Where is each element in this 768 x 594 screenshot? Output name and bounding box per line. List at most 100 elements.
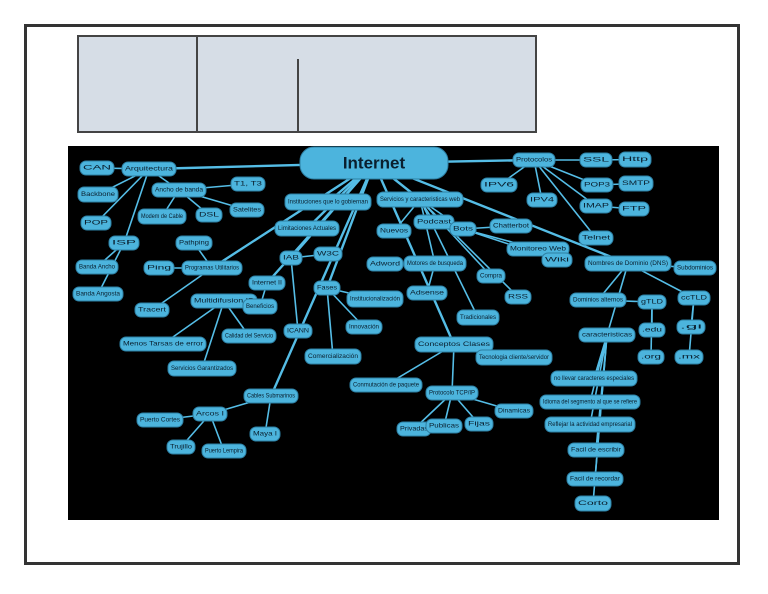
node-box — [403, 255, 467, 272]
node-box — [119, 336, 207, 352]
node-label: Tecnologia cliente/servidor — [479, 354, 549, 361]
table-divider — [196, 37, 198, 131]
node-label: Modem de Cable — [141, 213, 183, 220]
node-label: W3C — [317, 251, 340, 258]
node-label: Conmutación de paquete — [353, 382, 420, 389]
node-label: ccTLD — [681, 295, 708, 302]
node-box — [637, 349, 665, 365]
node-menos: Menos Tarsas de error — [119, 336, 207, 352]
node-label: IPV6 — [484, 182, 515, 189]
node-label: Satelites — [233, 207, 261, 214]
node-label: Reflejar la actividad empresarial — [548, 421, 632, 428]
node-label: Servicios Garantizados — [171, 365, 233, 372]
node-label: no llevar caracteres especiales — [554, 375, 634, 382]
node-box — [489, 218, 533, 234]
node-label: Innovación — [349, 324, 380, 331]
node-bangosta: Banda Angosta — [72, 286, 124, 302]
node-label: Protocolo TCP/IP — [429, 390, 475, 397]
node-idioma: Idioma del segmento al que se refiere — [539, 394, 641, 410]
edge-protocolos-telnet — [533, 159, 597, 239]
node-tradic: Tradicionales — [456, 309, 500, 326]
node-label: Ancho de banda — [155, 187, 204, 194]
node-box — [349, 377, 423, 393]
edge-protocolos-imap — [533, 159, 597, 207]
node-servweb: Servicios y caracteristicas web — [376, 191, 464, 208]
node-label: POP3 — [584, 182, 611, 189]
node-label: Nombres de Dominio (DNS) — [588, 260, 668, 267]
node-box — [166, 439, 196, 455]
node-adword: Adword — [366, 256, 404, 272]
node-box — [456, 309, 500, 326]
node-box — [143, 260, 175, 276]
node-box — [584, 255, 672, 272]
node-label: Podcast — [417, 219, 451, 226]
node-label: Calidad del Servicio — [225, 333, 273, 340]
table-divider — [297, 59, 299, 131]
center-label: Internet — [343, 154, 406, 173]
node-publicas: Publicas — [425, 418, 463, 434]
node-box — [181, 260, 243, 276]
node-label: IAB — [283, 255, 299, 262]
node-mayai: Maya I — [249, 426, 281, 442]
node-calidad: Calidad del Servicio — [221, 328, 277, 344]
node-wiki: Wiki — [541, 252, 573, 268]
node-box — [475, 349, 553, 366]
node-box — [677, 290, 711, 306]
node-label: Bots — [453, 226, 473, 233]
node-box — [283, 323, 313, 339]
node-box — [637, 294, 667, 310]
node-domalt: Dominios alternos — [569, 292, 627, 308]
node-fases: Fases — [313, 280, 341, 296]
node-conceptos: Conceptos Clases — [414, 336, 494, 353]
node-label: Ping — [147, 265, 172, 272]
node-reflejar: Reflejar la actividad empresarial — [544, 416, 636, 433]
node-dns: Nombres de Dominio (DNS) — [584, 255, 672, 272]
node-box — [414, 336, 494, 353]
node-facilrec: Facil de recordar — [566, 471, 624, 487]
node-cctld: ccTLD — [677, 290, 711, 306]
node-box — [574, 495, 612, 512]
node-box — [618, 151, 652, 168]
node-t1t3: T1, T3 — [230, 176, 266, 192]
node-servgar: Servicios Garantizados — [167, 360, 237, 377]
node-box — [567, 442, 625, 458]
node-box — [299, 146, 449, 180]
node-label: Multidifusion IP — [194, 298, 254, 305]
node-ancho: Ancho de banda — [151, 182, 207, 198]
node-box — [249, 426, 281, 442]
node-box — [566, 471, 624, 487]
node-label: Banda Angosta — [76, 291, 121, 298]
node-box — [201, 443, 247, 459]
node-ipv4: IPV4 — [526, 192, 558, 208]
node-box — [284, 193, 372, 211]
node-box — [480, 177, 518, 193]
node-podcast: Podcast — [413, 214, 455, 230]
node-pathping: Pathping — [175, 235, 213, 251]
node-label: Protocolos — [516, 157, 552, 164]
node-box — [230, 176, 266, 192]
node-label: Programas Utilitarios — [185, 265, 239, 272]
node-label: Chatterbot — [493, 223, 529, 230]
node-label: Trujillo — [170, 444, 193, 451]
node-subdom: Subdominios — [673, 260, 717, 276]
node-box — [248, 275, 286, 291]
node-label: ISP — [112, 240, 136, 247]
node-label: IMAP — [583, 203, 609, 210]
node-box — [464, 416, 494, 432]
node-pop: POP — [80, 215, 112, 231]
node-iab: IAB — [279, 250, 303, 266]
edge-servweb-motores — [419, 199, 436, 264]
node-compra: Compra — [476, 268, 506, 284]
node-box — [175, 235, 213, 251]
node-box — [618, 175, 654, 192]
node-gi: .gi — [676, 319, 706, 335]
node-label: caracteristicas — [582, 332, 632, 339]
node-internet2: Internet II — [248, 275, 286, 291]
node-label: Publicas — [429, 423, 459, 430]
node-label: Backbone — [81, 191, 116, 198]
node-box — [274, 220, 340, 237]
center-node: Internet — [299, 146, 449, 180]
node-label: Comercialización — [308, 353, 359, 360]
node-box — [638, 322, 666, 338]
